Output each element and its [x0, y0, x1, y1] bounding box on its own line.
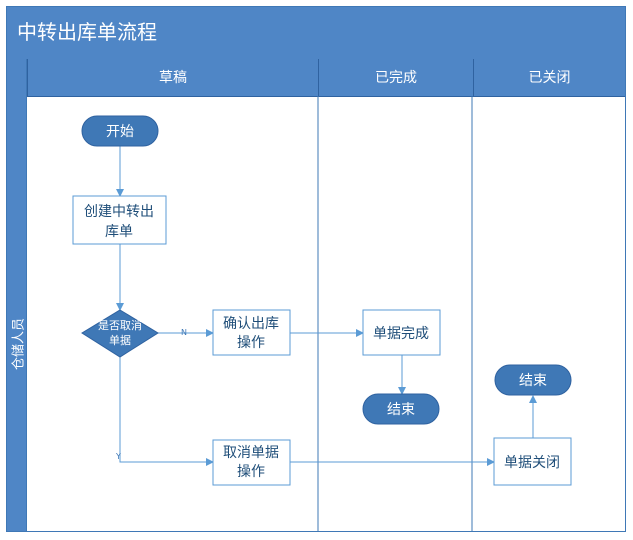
- create-order-node: [72, 195, 167, 245]
- order-complete-node: [362, 309, 441, 356]
- end-completed-label: 结束: [387, 402, 415, 418]
- column-header-closed: 已关闭: [473, 59, 625, 97]
- start-node-label: 开始: [106, 124, 134, 140]
- confirm-label-line1: 确认出库: [223, 316, 279, 332]
- end-closed-label: 结束: [519, 373, 547, 389]
- confirm-outbound-node: [212, 309, 291, 356]
- lane-header: 仓储人员: [7, 59, 27, 531]
- decision-label-line2: 单据: [109, 333, 131, 347]
- edge-decision-cancel: [119, 357, 214, 466]
- end-node-completed: [362, 393, 440, 425]
- decision-label-line1: 是否取消: [98, 318, 142, 332]
- diagram-title: 中转出库单流程: [17, 20, 157, 44]
- create-order-label-line1: 创建中转出: [84, 204, 154, 220]
- cancel-label-line2: 操作: [237, 464, 265, 480]
- cancel-decision-node: [81, 309, 159, 358]
- cancel-label-line1: 取消单据: [223, 445, 279, 461]
- swimlane-diagram: 中转出库单流程 仓储人员 草稿 已完成 已关闭: [6, 6, 626, 532]
- complete-label: 单据完成: [373, 326, 429, 342]
- edge-label-no: N: [181, 328, 187, 337]
- edge-label-yes: Y: [115, 452, 121, 461]
- column-header-completed: 已完成: [318, 59, 473, 97]
- close-label: 单据关闭: [504, 455, 560, 471]
- column-header-draft: 草稿: [27, 59, 318, 97]
- confirm-label-line2: 操作: [237, 335, 265, 351]
- order-closed-node: [493, 437, 572, 486]
- cancel-order-node: [212, 439, 291, 486]
- create-order-label-line2: 库单: [105, 224, 133, 240]
- start-node: [81, 115, 159, 147]
- end-node-closed: [494, 364, 572, 396]
- title-bar: 中转出库单流程: [7, 7, 625, 59]
